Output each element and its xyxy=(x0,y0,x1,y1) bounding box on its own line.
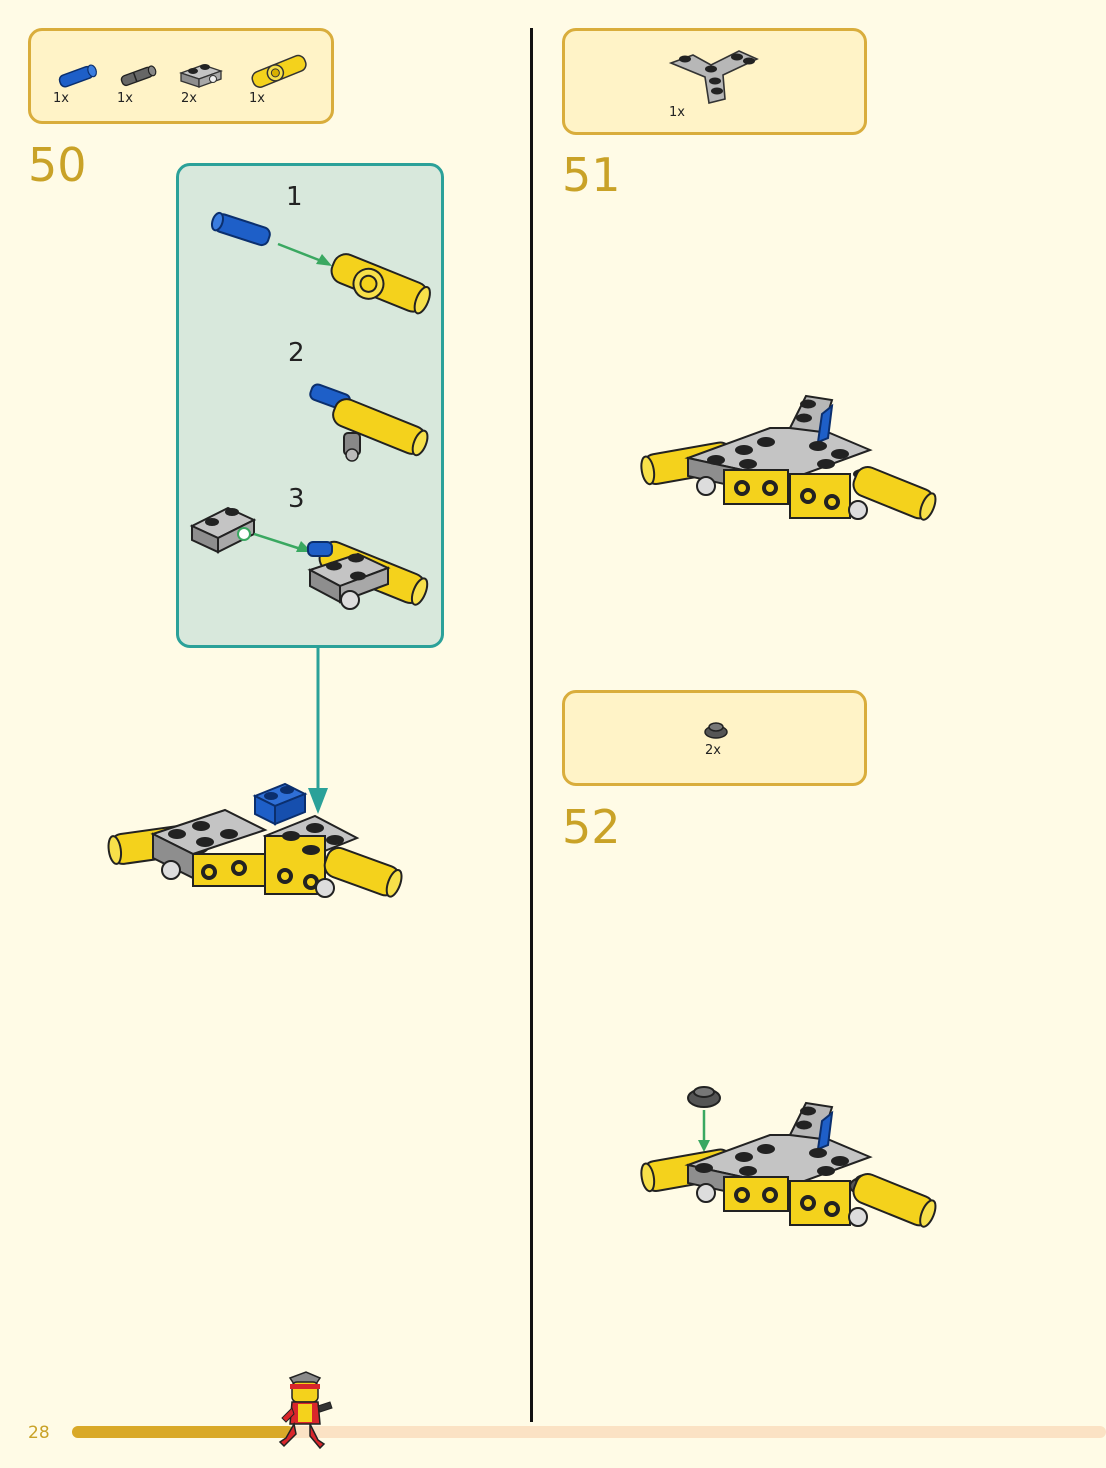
step-52-parts-box: 2x xyxy=(562,690,867,786)
part-qty: 1x xyxy=(669,105,685,120)
step-50-parts-box: 1x 1x 2x 1x xyxy=(28,28,334,124)
step-number-51: 51 xyxy=(562,148,621,202)
column-divider xyxy=(530,28,533,1422)
part-qty: 2x xyxy=(181,91,197,106)
part-qty: 1x xyxy=(53,91,69,106)
substep-number-1: 1 xyxy=(286,182,303,212)
substep-number-2: 2 xyxy=(288,338,305,368)
step-51-parts-box: 1x xyxy=(562,28,867,135)
substep-1-illustration xyxy=(210,211,431,315)
progress-track xyxy=(72,1426,1106,1438)
step-50-assembly xyxy=(107,782,403,898)
progress-fill xyxy=(72,1426,295,1438)
step-51-assembly xyxy=(640,394,937,521)
step-52-assembly xyxy=(640,1086,937,1228)
callout-connector-arrow xyxy=(308,646,328,814)
substep-2-illustration xyxy=(309,383,429,462)
part-qty: 2x xyxy=(705,743,721,758)
substep-3-illustration xyxy=(189,506,429,610)
part-qty: 1x xyxy=(117,91,133,106)
blue-axle-pin-icon xyxy=(58,64,97,88)
dark-round-tile-icon xyxy=(704,722,728,739)
gray-plate-with-hole-icon xyxy=(179,64,223,88)
step-number-50: 50 xyxy=(28,138,87,192)
step-number-52: 52 xyxy=(562,800,621,854)
page-number: 28 xyxy=(28,1423,50,1443)
part-qty: 1x xyxy=(249,91,265,106)
yellow-axle-connector-icon xyxy=(251,54,307,88)
dark-gray-pin-icon xyxy=(120,65,157,87)
gray-triangular-plate-icon xyxy=(668,50,759,104)
running-minifigure-icon xyxy=(278,1371,333,1450)
substep-number-3: 3 xyxy=(288,484,305,514)
